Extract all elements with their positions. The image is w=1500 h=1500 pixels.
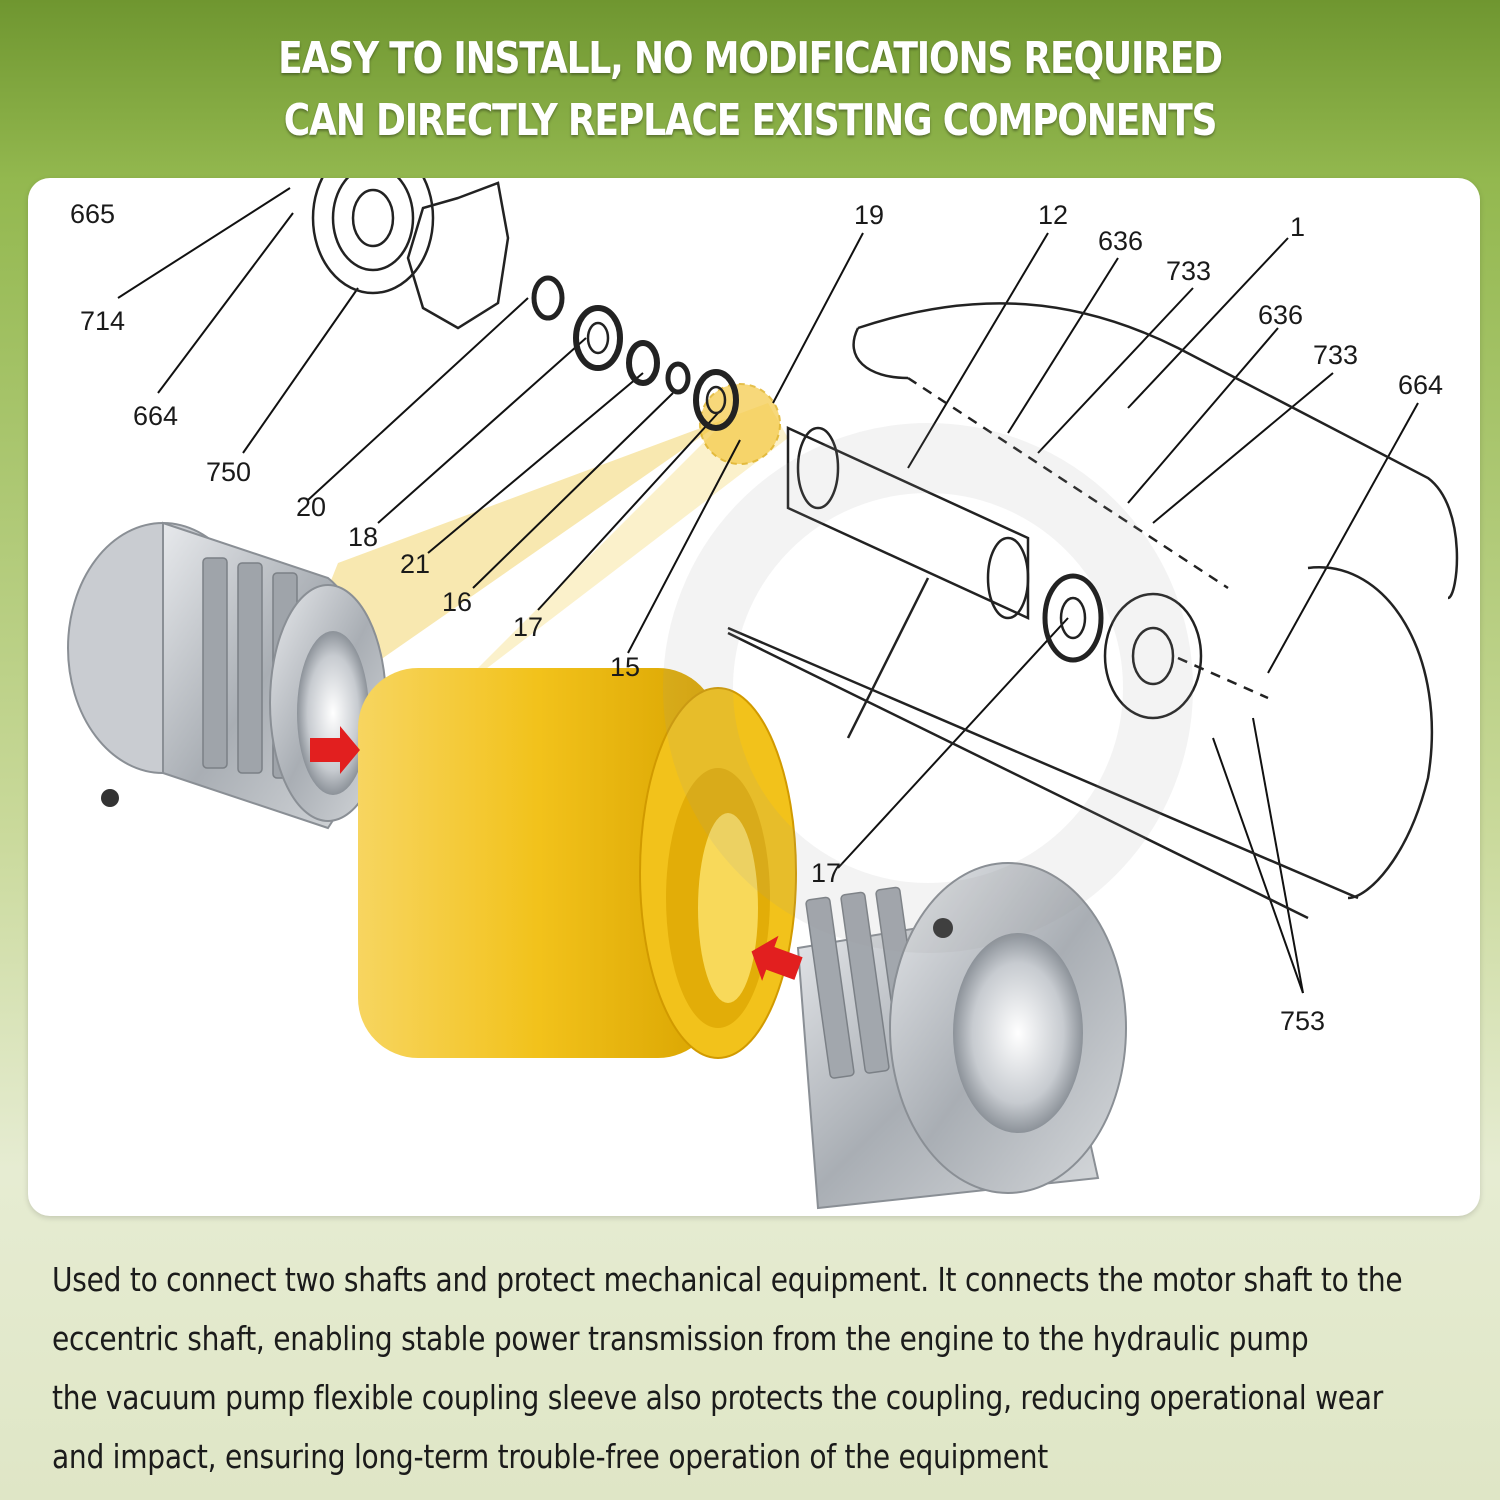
leader-lines [117,187,1419,994]
callout-753: 753 [1280,1006,1325,1036]
callout-17-b: 17 [811,858,841,888]
description-line-1: Used to connect two shafts and protect m… [52,1260,1403,1299]
exploded-parts-diagram: 665 714 664 750 20 18 21 16 17 15 19 12 … [67,178,1459,1210]
callout-664-b: 664 [1398,370,1443,400]
callout-12: 12 [1038,200,1068,230]
callout-labels: 665 714 664 750 20 18 21 16 17 15 19 12 … [70,199,1443,1036]
callout-664: 664 [133,401,178,431]
description-line-4: and impact, ensuring long-term trouble-f… [52,1437,1049,1476]
seal-flange [311,178,739,431]
callout-636: 636 [1098,226,1143,256]
highlight-beam [268,403,768,738]
callout-20: 20 [296,492,326,522]
callout-665: 665 [70,199,115,229]
callout-714: 714 [80,306,125,336]
headline-line-2: CAN DIRECTLY REPLACE EXISTING COMPONENTS [283,95,1218,146]
housing-sketch [727,302,1459,920]
highlight-circle [699,383,781,465]
arrow-right-icon [310,726,360,774]
description-line-2: eccentric shaft, enabling stable power t… [52,1319,1309,1358]
callout-636-b: 636 [1258,300,1303,330]
headline-line-1: EASY TO INSTALL, NO MODIFICATIONS REQUIR… [278,33,1223,84]
headline: EASY TO INSTALL, NO MODIFICATIONS REQUIR… [0,28,1500,152]
callout-733-b: 733 [1313,340,1358,370]
callout-15: 15 [610,652,640,682]
callout-1: 1 [1290,212,1305,242]
red-arrows [310,726,803,981]
callout-733: 733 [1166,256,1211,286]
description-line-3: the vacuum pump flexible coupling sleeve… [52,1378,1384,1417]
callout-19: 19 [854,200,884,230]
callout-18: 18 [348,522,378,552]
arrow-left-icon [751,935,803,981]
description: Used to connect two shafts and protect m… [52,1250,1472,1486]
callout-750: 750 [206,457,251,487]
callout-21: 21 [400,549,430,579]
callout-16: 16 [442,587,472,617]
right-spline-hub [796,862,1127,1210]
callout-17: 17 [513,612,543,642]
diagram-panel: 665 714 664 750 20 18 21 16 17 15 19 12 … [28,178,1480,1216]
